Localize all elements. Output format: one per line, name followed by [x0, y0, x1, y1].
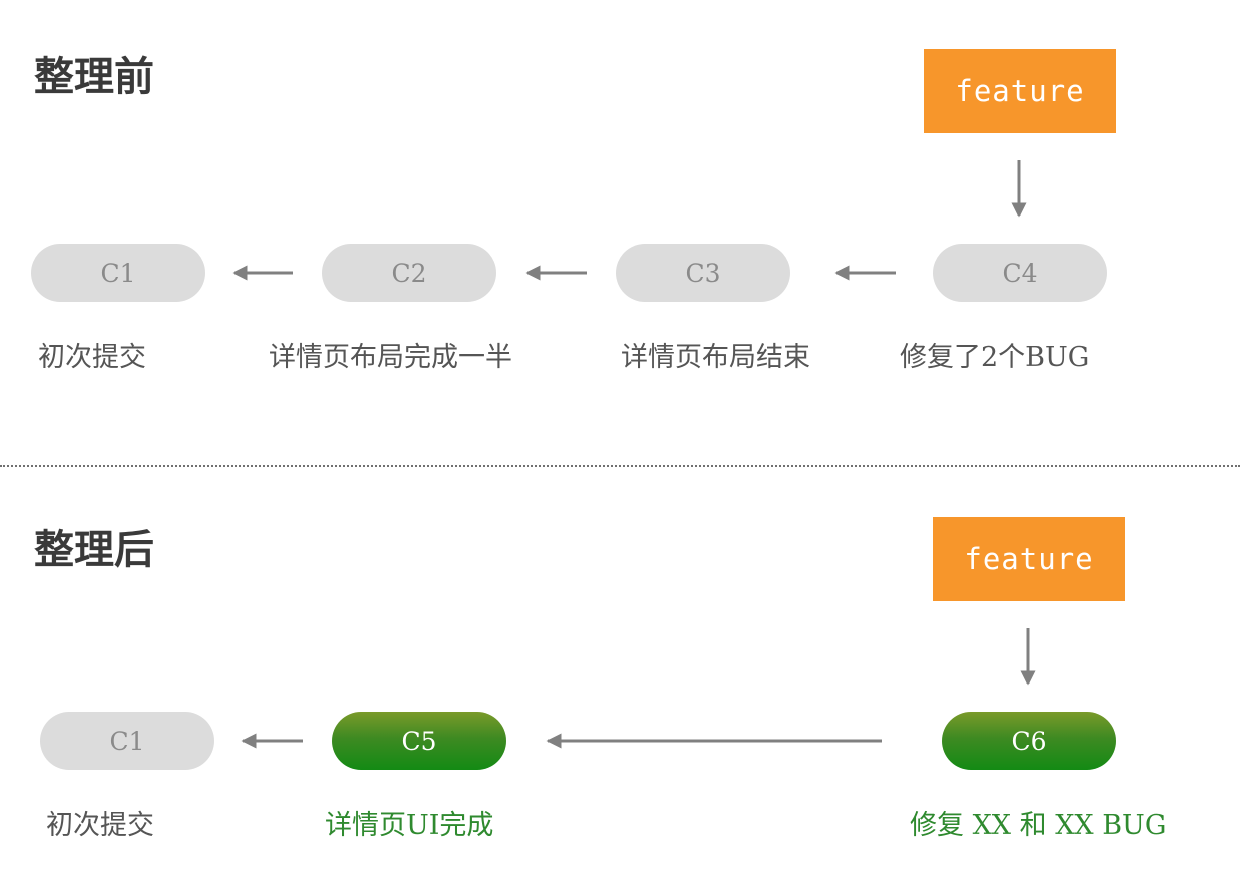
before-commit-c1: C1	[31, 244, 205, 302]
after-title: 整理后	[34, 527, 154, 573]
before-caption-c2: 详情页布局完成一半	[269, 342, 512, 373]
after-commit-c1: C1	[40, 712, 214, 770]
before-caption-c4: 修复了2个BUG	[900, 342, 1090, 373]
before-feature-branch-label: feature	[924, 49, 1116, 133]
after-caption-c1: 初次提交	[46, 810, 154, 841]
after-caption-c6: 修复 XX 和 XX BUG	[910, 810, 1167, 841]
before-commit-c2: C2	[322, 244, 496, 302]
after-commit-c5: C5	[332, 712, 506, 770]
before-title: 整理前	[34, 54, 154, 100]
after-caption-c5: 详情页UI完成	[325, 810, 494, 841]
before-commit-c4: C4	[933, 244, 1107, 302]
before-caption-c1: 初次提交	[38, 342, 146, 373]
after-commit-c6: C6	[942, 712, 1116, 770]
section-divider	[0, 465, 1240, 467]
before-commit-c3: C3	[616, 244, 790, 302]
before-caption-c3: 详情页布局结束	[621, 342, 810, 373]
after-feature-branch-label: feature	[933, 517, 1125, 601]
